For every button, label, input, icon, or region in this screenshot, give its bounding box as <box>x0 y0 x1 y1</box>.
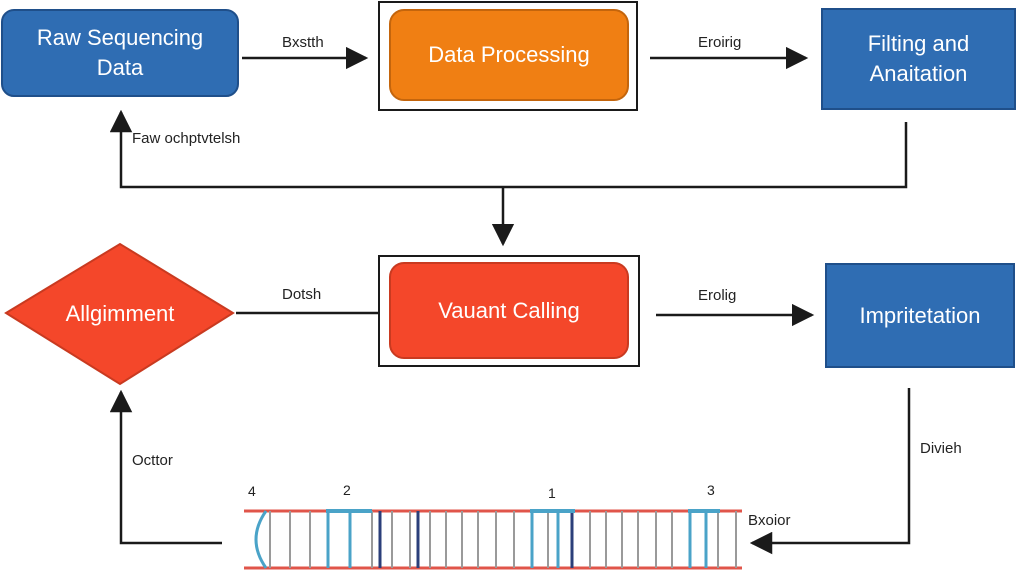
sequence-marker-1: 1 <box>548 485 556 501</box>
data-processing-label: Data Processing <box>428 42 590 67</box>
alignment-node <box>4 242 235 386</box>
variant-calling-frame <box>378 255 640 367</box>
sequence-marker-2: 2 <box>343 482 351 498</box>
filtering-node <box>821 8 1016 110</box>
variant-calling-label: Vauant Calling <box>438 297 580 323</box>
to-sequence-label: Bxoior <box>748 512 791 529</box>
feedback-loop-line <box>109 109 908 189</box>
interpretation-label: Impritetation <box>859 302 981 328</box>
raw-data-label: Raw Sequencing Data <box>36 25 204 80</box>
alignment-to-variant-label: Dotsh <box>282 286 322 303</box>
processing-to-filtering-label: Eroirig <box>698 34 742 51</box>
feedback-label: Faw ochptvtelsh <box>132 130 241 147</box>
filtering-label: Filting and Anaitation <box>867 31 970 86</box>
strand-end-cap <box>254 510 268 569</box>
variant-calling-node <box>389 262 629 359</box>
interpretation-down-label: Divieh <box>920 440 962 457</box>
sequence-to-alignment-arrow <box>109 389 222 545</box>
sequence-strip <box>244 509 742 570</box>
alignment-in-label: Octtor <box>132 452 173 469</box>
interpretation-node <box>825 263 1015 368</box>
sequence-marker-3: 3 <box>707 482 715 498</box>
raw-data-node <box>1 9 239 97</box>
variant-to-interpretation-label: Erolig <box>698 287 737 304</box>
data-processing-frame <box>378 1 638 111</box>
interpretation-to-sequence-arrow <box>749 388 911 555</box>
sequence-marker-4: 4 <box>248 483 256 499</box>
raw-to-processing-label: Bxstth <box>282 34 324 51</box>
data-processing-node <box>389 9 629 101</box>
alignment-label: Allgimment <box>65 301 175 326</box>
